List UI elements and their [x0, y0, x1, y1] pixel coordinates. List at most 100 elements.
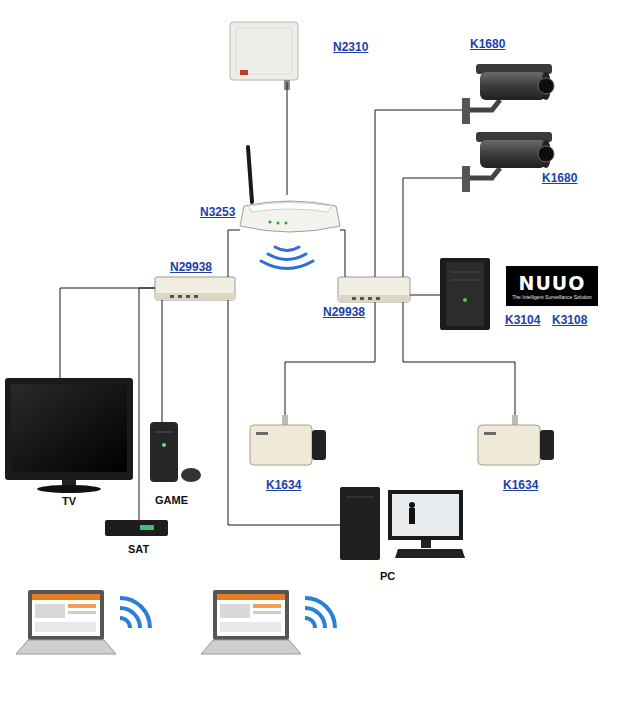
router-node: N3253	[240, 195, 340, 235]
tv-set	[37, 485, 101, 493]
box-camera	[250, 415, 326, 465]
wireless-router	[269, 221, 272, 224]
antenna-node: N2310	[230, 20, 300, 82]
switch-node: N29938	[338, 277, 410, 302]
device-label: K1634	[266, 478, 301, 492]
laptop	[253, 604, 281, 608]
laptop	[68, 611, 96, 614]
logo-wordmark: NUUO	[511, 272, 593, 294]
box-camera	[484, 432, 496, 435]
game-console	[181, 468, 201, 482]
device-label: K1634	[503, 478, 538, 492]
laptop	[68, 604, 96, 608]
network-switch	[338, 277, 410, 302]
network-cable	[285, 302, 375, 415]
nvr-server	[446, 262, 484, 326]
device-label: SAT	[128, 543, 149, 556]
panel-antenna	[230, 22, 298, 90]
laptop	[32, 594, 100, 636]
device-label: N29938	[323, 305, 365, 319]
pc-node: PC	[340, 487, 465, 560]
network-switch	[186, 295, 190, 298]
box-camera	[282, 415, 288, 425]
laptop	[305, 618, 315, 628]
tv-set	[11, 384, 127, 472]
camera-node: K1634	[478, 415, 555, 470]
wifi-signal	[261, 247, 313, 269]
tv-set	[5, 378, 133, 480]
network-switch	[352, 297, 356, 300]
switch-node: N29938	[155, 277, 235, 300]
network-cable	[162, 300, 163, 422]
wifi-signal	[275, 247, 299, 251]
laptop	[220, 604, 250, 618]
network-switch	[170, 295, 174, 298]
desktop-pc	[395, 549, 465, 558]
desktop-pc	[421, 540, 431, 548]
laptop	[217, 594, 285, 636]
nvr-server	[463, 298, 467, 302]
bullet-camera	[480, 140, 546, 168]
network-switch	[155, 277, 235, 300]
game-console	[150, 422, 178, 482]
logo-box: NUUOThe Intelligent Surveillance Solutio…	[506, 266, 598, 306]
laptop	[16, 640, 116, 654]
laptop	[217, 594, 285, 600]
laptop	[16, 590, 150, 654]
desktop-pc	[340, 487, 465, 560]
camera-node: K1680	[462, 133, 552, 193]
box-camera	[512, 415, 518, 425]
game-console	[155, 432, 173, 433]
network-cable	[403, 302, 515, 415]
laptop	[120, 598, 150, 628]
satellite-receiver	[105, 520, 168, 536]
bullet-camera	[538, 78, 554, 94]
bullet-camera	[480, 72, 546, 100]
game-console	[150, 422, 201, 482]
panel-antenna	[230, 22, 298, 80]
console-node: GAME	[150, 422, 178, 482]
network-switch	[155, 293, 235, 300]
box-camera	[540, 430, 554, 460]
logo-tagline: The Intelligent Surveillance Solution	[511, 294, 593, 301]
wifi-signal	[261, 261, 313, 269]
desktop-pc	[346, 497, 374, 498]
box-camera	[250, 425, 312, 465]
laptop	[220, 622, 281, 632]
laptop	[35, 604, 65, 618]
device-label: GAME	[155, 494, 188, 507]
box-camera	[312, 430, 326, 460]
device-label: N2310	[333, 40, 368, 54]
box-camera	[256, 432, 268, 435]
network-switch	[194, 295, 198, 298]
bullet-camera	[470, 100, 500, 110]
network-switch	[376, 297, 380, 300]
nvr-server	[440, 258, 490, 330]
bullet-camera	[538, 146, 554, 162]
bullet-camera	[462, 166, 470, 192]
device-label: K3108	[552, 313, 587, 327]
receiver-node: SAT	[105, 520, 168, 536]
nvr-server	[450, 272, 480, 273]
network-cable	[228, 300, 340, 525]
network-cable	[403, 178, 462, 277]
network-cable	[139, 288, 155, 520]
bullet-camera	[462, 64, 554, 124]
laptop	[201, 590, 335, 654]
laptop	[213, 590, 289, 640]
desktop-pc	[409, 502, 415, 508]
desktop-pc	[388, 490, 463, 540]
desktop-pc	[409, 508, 415, 524]
wireless-router	[240, 201, 340, 232]
network-cable	[60, 288, 155, 378]
laptop	[120, 608, 140, 628]
bullet-camera	[470, 168, 500, 178]
laptop	[28, 590, 104, 640]
laptop	[32, 594, 100, 600]
network-switch	[178, 295, 182, 298]
desktop-pc	[340, 487, 380, 560]
box-camera	[478, 415, 554, 465]
